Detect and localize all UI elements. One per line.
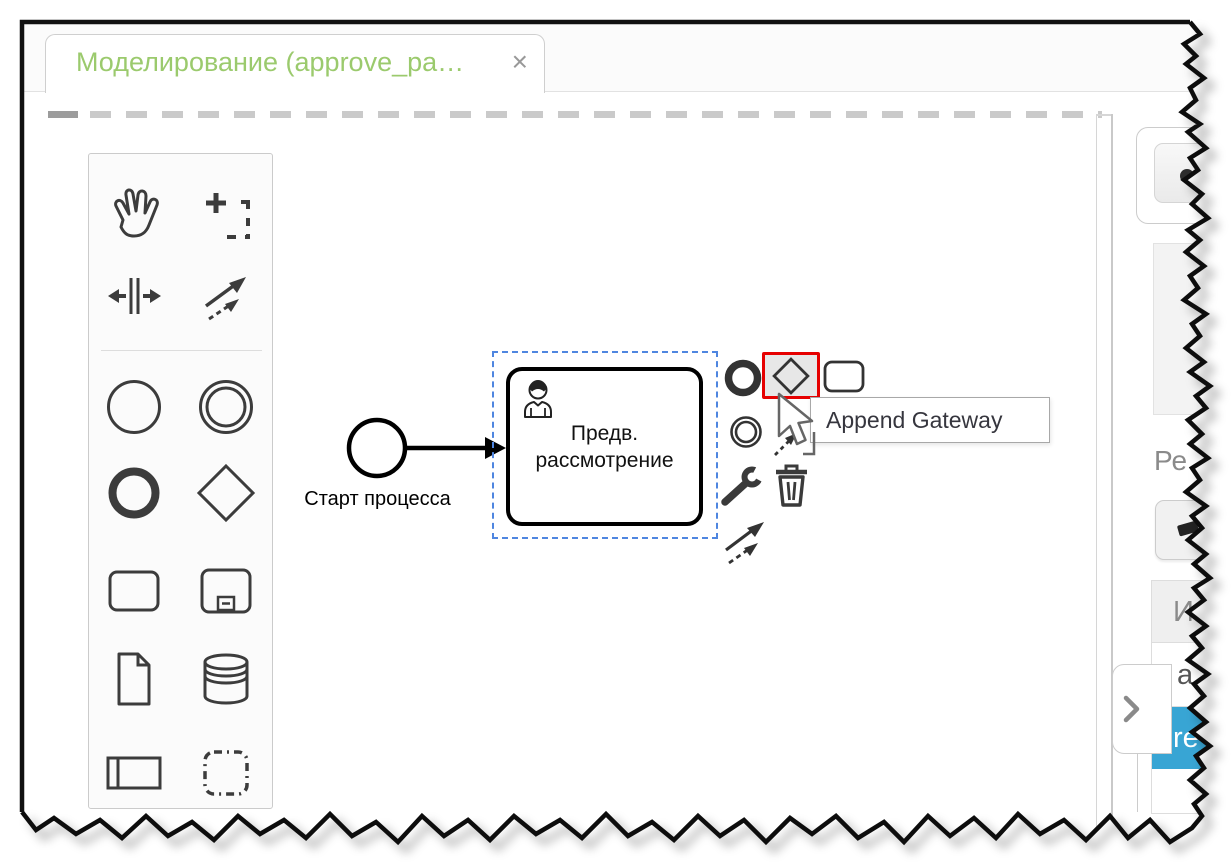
hand-tool-icon[interactable] — [104, 184, 164, 244]
create-data-object-icon[interactable] — [104, 649, 164, 709]
trash-delete-icon[interactable] — [773, 462, 811, 510]
gateway-diamond-icon — [772, 356, 810, 395]
append-end-event-icon[interactable] — [723, 358, 763, 398]
create-intermediate-event-icon[interactable] — [196, 377, 256, 437]
global-connect-tool-icon[interactable] — [196, 266, 256, 326]
task-label: Предв. рассмотрение — [536, 420, 674, 474]
create-gateway-icon[interactable] — [196, 463, 256, 523]
global-connect-icon[interactable] — [718, 512, 768, 566]
create-subprocess-icon[interactable] — [196, 561, 256, 621]
lasso-tool-icon[interactable] — [196, 184, 256, 244]
bpmn-palette — [88, 153, 273, 809]
create-end-event-icon[interactable] — [104, 463, 164, 523]
append-intermediate-event-icon[interactable] — [726, 412, 766, 452]
tab-modeling[interactable]: Моделирование (approve_pa… × — [45, 34, 545, 93]
task-label-line2: рассмотрение — [535, 448, 674, 472]
user-task-shape[interactable]: Предв. рассмотрение — [506, 367, 703, 526]
mouse-cursor-icon — [777, 392, 816, 456]
table-header: И — [1152, 581, 1232, 643]
tab-close-icon[interactable]: × — [511, 46, 528, 77]
dashed-divider — [90, 111, 1102, 118]
append-task-icon[interactable] — [823, 360, 865, 394]
user-task-icon — [524, 380, 552, 418]
task-label-line1: Предв. — [570, 421, 639, 445]
panel-edge-line — [1137, 754, 1138, 812]
palette-separator — [101, 350, 262, 351]
wrench-change-type-icon[interactable] — [720, 464, 766, 508]
create-group-icon[interactable] — [196, 743, 256, 803]
create-participant-icon[interactable] — [104, 743, 164, 803]
panel-expand-tab[interactable] — [1112, 664, 1172, 754]
panel-heading: Ре — [1154, 445, 1188, 476]
scrollbar-thumb[interactable] — [48, 111, 78, 118]
canvas-right-border — [1096, 114, 1097, 864]
start-event-shape[interactable] — [345, 416, 409, 480]
table-row[interactable] — [1152, 769, 1232, 814]
space-tool-icon[interactable] — [104, 266, 164, 326]
create-data-store-icon[interactable] — [196, 649, 256, 709]
create-start-event-icon[interactable] — [104, 377, 164, 437]
panel-button-glyph — [1180, 169, 1194, 183]
panel-gray-block — [1153, 243, 1232, 415]
tab-title: Моделирование (approve_pa… — [76, 47, 465, 77]
chevron-right-icon — [1123, 695, 1140, 723]
tooltip-append-gateway: Append Gateway — [810, 397, 1050, 443]
panel-splitter[interactable] — [1111, 114, 1113, 864]
create-task-icon[interactable] — [104, 561, 164, 621]
start-event-label: Старт процесса — [304, 488, 451, 510]
